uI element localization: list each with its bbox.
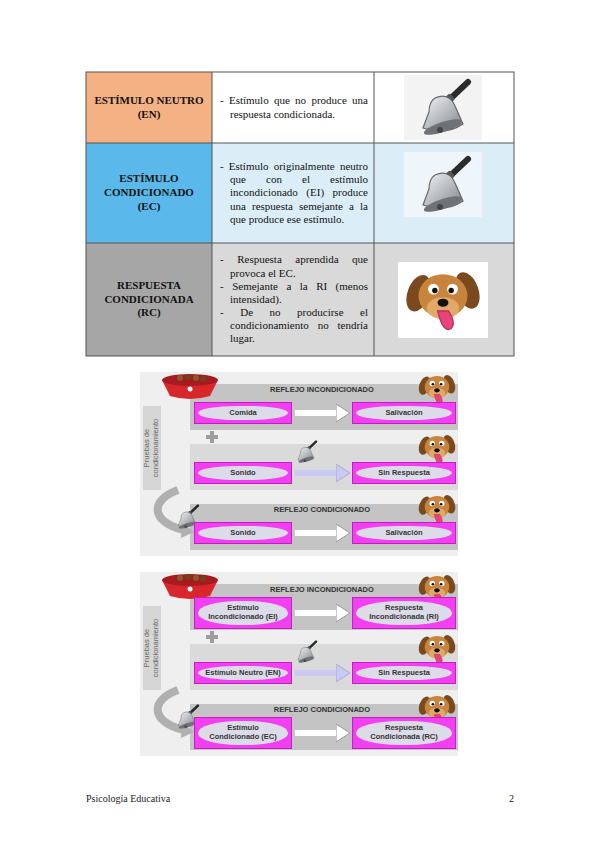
table-grid-part [86,143,212,243]
stage-box: Estímulo Incondicionado (EI) [194,597,292,628]
stage-text: Sin Respuesta [356,466,452,481]
table-grid-part [374,243,514,356]
reflex-arrow [295,670,338,676]
stage-text: Salivación [356,406,452,421]
table-pictures-part [404,152,482,217]
stage-box: Comida [194,402,292,425]
stage-box: Respuesta Incondicionada (RI) [352,597,456,628]
stage-box: Sonido [194,522,292,545]
table-text-cell: - Respuesta aprendida que provoca el EC.… [212,243,374,356]
table-text-cell-text: - Respuesta aprendida que provoca el EC. [218,253,368,279]
table-pictures-part [404,75,482,140]
table-grid [86,72,514,356]
table-text-cell-text: - De no producirse el condicionamiento n… [218,306,368,346]
stage-text: Respuesta Incondicionada (RI) [356,601,452,624]
reflex-arrow [295,470,338,476]
table-text-cell: - Estímulo originalmente neutro que con … [212,143,374,243]
page-number: 2 [440,790,514,806]
table-header-cell: RESPUESTA CONDICIONADA (RC) [86,243,212,356]
illustration-part [140,572,458,756]
stage-box: Sin Respuesta [352,662,456,685]
side-label: Pruebas de condicionamiento [143,606,161,690]
table-grid-part [212,72,374,143]
reflex-label: REFLEJO CONDICIONADO [272,505,372,515]
footer-text: Psicología Educativa [86,790,386,806]
side-label-text: Pruebas de condicionamiento [143,406,160,490]
stage-box: Salivación [352,402,456,425]
table-pictures-part [422,82,468,138]
reflex-arrow [295,730,338,736]
table-header-cell-text: ESTÍMULO CONDICIONADO (EC) [94,172,204,213]
reflex-arrow [295,530,338,536]
stage-text: Sonido [198,526,288,541]
table-text-cell-text: - Estímulo que no produce una respuesta … [218,94,368,120]
reflex-label: REFLEJO CONDICIONADO [272,705,372,715]
stage-text: Estímulo Condicionado (EC) [198,721,288,744]
side-label-text: Pruebas de condicionamiento [143,606,160,690]
table-grid-part [86,72,212,143]
table-grid-part [374,143,514,243]
illustration-part [140,372,458,556]
stage-box: Estímulo Condicionado (EC) [194,717,292,748]
table-text-cell-text: - Estímulo originalmente neutro que con … [218,160,368,226]
table-grid-part [212,243,374,356]
side-label: Pruebas de condicionamiento [143,406,161,490]
table-grid-part-part [374,72,375,356]
stage-text: Estímulo Incondicionado (EI) [198,601,288,624]
table-grid-part [212,143,374,243]
page-number-text: 2 [440,793,514,804]
table-grid-part-part [86,243,514,244]
table-pictures [398,75,488,338]
reflex-label: REFLEJO INCONDICIONADO [268,385,376,395]
table-pictures-part [402,269,484,330]
table-grid-part-part [212,72,213,356]
table-text-cell: - Estímulo que no produce una respuesta … [212,72,374,143]
reflex-arrow [295,610,338,616]
stage-box: Respuesta Condicionada (RC) [352,717,456,748]
table-header-cell: ESTÍMULO NEUTRO (EN) [86,72,212,143]
reflex-label: REFLEJO INCONDICIONADO [268,585,376,595]
stage-box: Sin Respuesta [352,462,456,485]
stage-text: Sin Respuesta [356,666,452,681]
stage-box: Sonido [194,462,292,485]
table-grid-part [86,243,212,356]
table-text-cell-text: - Semejante a la RI (menos intensidad). [218,280,368,306]
stage-text: Estímulo Neutro (EN) [198,666,288,681]
table-header-cell-text: ESTÍMULO NEUTRO (EN) [94,94,204,122]
table-grid-part [374,72,514,143]
table-header-cell: ESTÍMULO CONDICIONADO (EC) [86,143,212,243]
table-pictures-part [422,159,468,215]
table-grid-part-part [86,72,514,356]
footer-text-text: Psicología Educativa [86,793,386,804]
table-grid-part [86,72,514,356]
stage-box: Salivación [352,522,456,545]
table-pictures-part [398,262,488,338]
stage-text: Sonido [198,466,288,481]
table-header-cell-text: RESPUESTA CONDICIONADA (RC) [94,279,204,320]
reflex-arrow [295,410,338,416]
table-grid-part-part [86,143,514,144]
stage-text: Respuesta Condicionada (RC) [356,721,452,744]
stage-text: Salivación [356,526,452,541]
stage-box: Estímulo Neutro (EN) [194,662,292,685]
stage-text: Comida [198,406,288,421]
